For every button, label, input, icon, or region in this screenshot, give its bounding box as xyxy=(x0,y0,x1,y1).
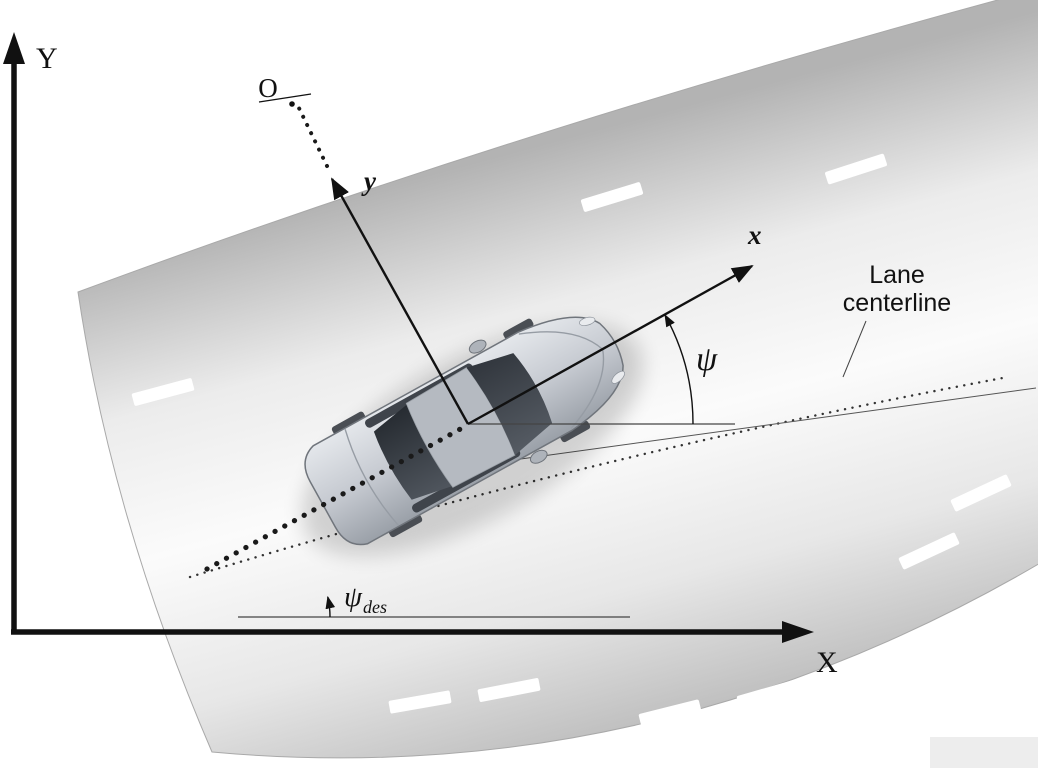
body-y-label: y xyxy=(361,166,377,196)
car-mirror-right xyxy=(529,449,548,464)
global-x-label: X xyxy=(816,646,838,679)
body-y-axis-dotted-extension xyxy=(295,102,329,168)
lane-centerline-label: Lane centerline xyxy=(842,261,951,378)
car-wheel xyxy=(559,420,591,443)
lane-dash xyxy=(131,378,195,406)
lane-centerline-dotted xyxy=(188,375,1010,579)
vehicle-axes: x y O xyxy=(204,73,762,572)
lane-dash xyxy=(638,699,702,727)
car-windshield xyxy=(466,353,553,456)
origin-tick xyxy=(258,93,312,103)
y-axis-arrowhead xyxy=(3,32,25,64)
global-y-label: Y xyxy=(36,42,58,75)
car-wheel xyxy=(388,514,423,538)
heading-angle: ψ xyxy=(468,314,735,425)
lane-dash xyxy=(580,182,644,212)
origin-label: O xyxy=(258,73,278,103)
lane-dash xyxy=(898,532,960,570)
car-mirror-left xyxy=(468,339,487,354)
x-axis-arrowhead xyxy=(782,621,814,643)
car-trunk-line xyxy=(344,429,399,526)
car-headlight xyxy=(579,316,596,326)
lane-dash xyxy=(477,678,541,702)
body-x-axis xyxy=(467,264,754,426)
lane-dash xyxy=(736,679,800,709)
psi-des-arc xyxy=(325,595,336,618)
psi-label: ψ xyxy=(696,341,718,378)
lane-dashes xyxy=(131,153,1012,727)
car-headlight xyxy=(611,370,625,384)
desired-heading-angle: ψdes xyxy=(238,581,630,618)
body-x-label: x xyxy=(747,220,762,250)
corner-artifact xyxy=(930,737,1038,768)
body-y-axis xyxy=(330,177,470,425)
car-wheel xyxy=(331,411,366,435)
psi-arc xyxy=(664,314,694,425)
lane-centerline-text-2: centerline xyxy=(843,289,951,317)
lane-dash xyxy=(388,690,452,714)
lane-dash xyxy=(825,153,887,185)
psi-des-label: ψdes xyxy=(344,581,387,617)
car-rear-window xyxy=(373,403,455,500)
leader-line xyxy=(842,320,867,378)
lane-dash xyxy=(950,474,1012,512)
lane-centerline-text-1: Lane xyxy=(869,261,925,289)
vehicle-axis-dotted xyxy=(204,424,467,572)
global-axes: Y X xyxy=(3,32,838,679)
car-wheel xyxy=(503,318,534,340)
origin-point xyxy=(289,101,295,107)
